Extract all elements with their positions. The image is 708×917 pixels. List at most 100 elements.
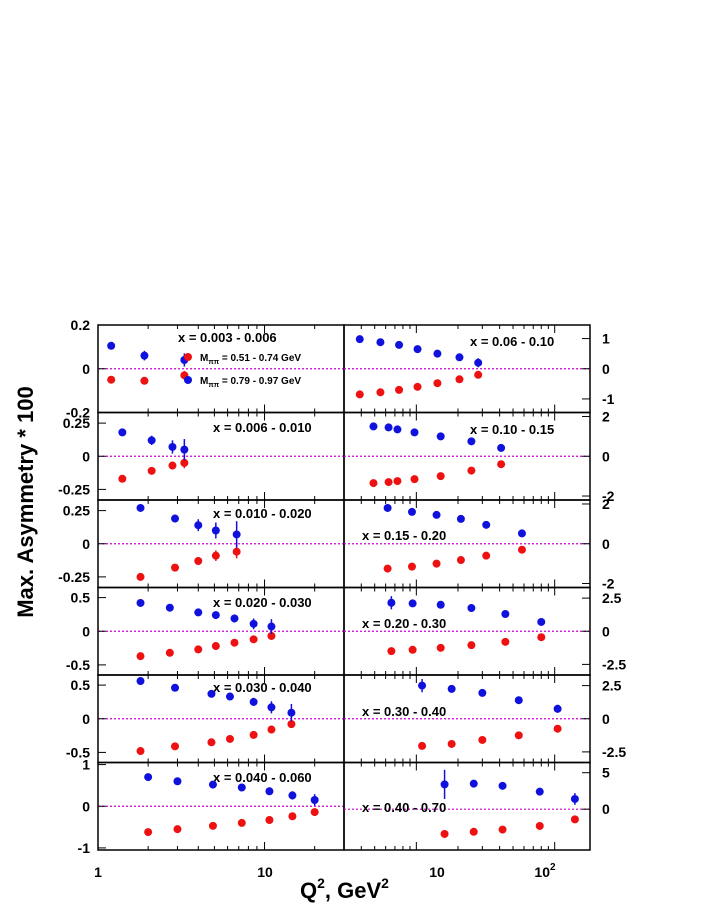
panel-label: x = 0.040 - 0.060 <box>213 770 312 785</box>
data-point-series1 <box>455 375 464 384</box>
data-point-series2 <box>147 436 156 445</box>
x-axis-title-sup: 2 <box>317 875 325 891</box>
panel-label: x = 0.10 - 0.15 <box>470 422 554 437</box>
data-point-series2 <box>413 345 422 354</box>
data-point-series2 <box>355 335 364 344</box>
data-point-series2 <box>249 697 258 706</box>
data-point-series1 <box>393 477 402 486</box>
y-tick-label: 0.25 <box>63 415 90 431</box>
data-point-series1 <box>474 370 483 379</box>
y-tick-label: -2 <box>602 488 615 504</box>
data-point-series2 <box>497 443 506 452</box>
y-tick-label: 0.2 <box>71 317 91 333</box>
data-point-series2 <box>288 791 297 800</box>
data-point-series1 <box>107 375 116 384</box>
y-tick-label: 0 <box>602 801 610 817</box>
data-point-series2 <box>144 773 153 782</box>
data-point-series2 <box>436 432 445 441</box>
data-point-series1 <box>433 379 442 388</box>
data-point-series2 <box>165 603 174 612</box>
panel-2: 0.250-0.25x = 0.006 - 0.010 <box>58 411 345 501</box>
y-tick-label: -1 <box>78 840 91 856</box>
data-point-series2 <box>467 604 476 613</box>
y-tick-label: -2.5 <box>602 656 626 672</box>
y-tick-label: 0 <box>602 361 610 377</box>
data-point-series2 <box>249 619 258 628</box>
panel-5: 0.50-0.5x = 0.030 - 0.040 <box>66 674 345 764</box>
data-point-series2 <box>482 520 491 529</box>
panel-label: x = 0.30 - 0.40 <box>362 704 446 719</box>
data-point-series2 <box>194 608 203 617</box>
data-point-series1 <box>478 735 487 744</box>
data-point-series1 <box>165 648 174 657</box>
data-point-series1 <box>383 564 392 573</box>
data-point-series1 <box>232 547 241 556</box>
data-point-series2 <box>553 704 562 713</box>
data-point-series2 <box>474 358 483 367</box>
data-point-series1 <box>517 545 526 554</box>
y-tick-label: 0 <box>602 448 610 464</box>
panel-label: x = 0.010 - 0.020 <box>213 506 312 521</box>
data-point-series1 <box>249 730 258 739</box>
data-point-series2 <box>436 600 445 609</box>
data-point-series2 <box>140 351 149 360</box>
data-point-series2 <box>410 428 419 437</box>
y-tick-label: 1 <box>82 757 90 773</box>
y-axis-title: Max. Asymmetry * 100 <box>13 386 38 618</box>
y-tick-label: -2 <box>602 576 615 592</box>
panel-label: x = 0.15 - 0.20 <box>362 528 446 543</box>
data-point-series2 <box>230 614 239 623</box>
panel-label: x = 0.003 - 0.006 <box>178 330 277 345</box>
y-tick-label: 5 <box>602 765 610 781</box>
data-point-series2 <box>107 341 116 350</box>
data-point-series2 <box>467 437 476 446</box>
data-point-series2 <box>171 683 180 692</box>
data-point-series1 <box>408 645 417 654</box>
data-point-series1 <box>211 551 220 560</box>
data-point-series2 <box>384 423 393 432</box>
data-point-series1 <box>136 572 145 581</box>
data-point-series2 <box>514 696 523 705</box>
panel-label: x = 0.40 - 0.70 <box>362 800 446 815</box>
data-point-series1 <box>413 382 422 391</box>
data-point-series1 <box>194 556 203 565</box>
data-point-series1 <box>436 472 445 481</box>
legend-label-series1-range: = 0.51 - 0.74 GeV <box>219 353 301 364</box>
y-tick-label: 2 <box>602 496 610 512</box>
y-tick-label: 2 <box>602 408 610 424</box>
legend-label-series1: Mππ = 0.51 - 0.74 GeV <box>200 353 301 366</box>
panel-6: 10-1x = 0.040 - 0.060 <box>78 757 345 856</box>
data-point-series2 <box>287 708 296 717</box>
x-tick-label-100-exp: 2 <box>550 862 556 873</box>
panel-label: x = 0.06 - 0.10 <box>470 334 554 349</box>
data-point-series1 <box>501 637 510 646</box>
x-tick-label-10-left: 10 <box>257 864 273 880</box>
data-point-series2 <box>232 530 241 539</box>
data-point-series1 <box>225 734 234 743</box>
y-tick-label: 0.5 <box>71 590 91 606</box>
data-point-series1 <box>376 388 385 397</box>
data-point-series2 <box>118 428 127 437</box>
data-point-series1 <box>249 635 258 644</box>
panel-11: 2.50-2.5x = 0.30 - 0.40 <box>343 674 626 764</box>
data-point-series1 <box>553 724 562 733</box>
data-point-series2 <box>407 507 416 516</box>
data-point-series1 <box>497 460 506 469</box>
data-point-series1 <box>144 828 153 837</box>
y-tick-label: 0 <box>82 361 90 377</box>
data-point-series2 <box>478 688 487 697</box>
legend-label-series2: Mππ = 0.79 - 0.97 GeV <box>200 376 301 389</box>
data-point-series2 <box>267 622 276 631</box>
y-tick-label: -0.25 <box>58 569 90 585</box>
data-point-series1 <box>369 479 378 488</box>
data-point-series1 <box>355 390 364 399</box>
legend-label-series2-prefix: M <box>200 376 208 387</box>
data-point-series2 <box>225 692 234 701</box>
x-axis-title: Q2, GeV2 <box>300 875 389 903</box>
data-point-series1 <box>310 808 319 817</box>
data-point-series2 <box>395 340 404 349</box>
data-point-series2 <box>136 677 145 686</box>
data-point-series1 <box>498 825 507 834</box>
y-tick-label: -0.2 <box>66 405 90 421</box>
